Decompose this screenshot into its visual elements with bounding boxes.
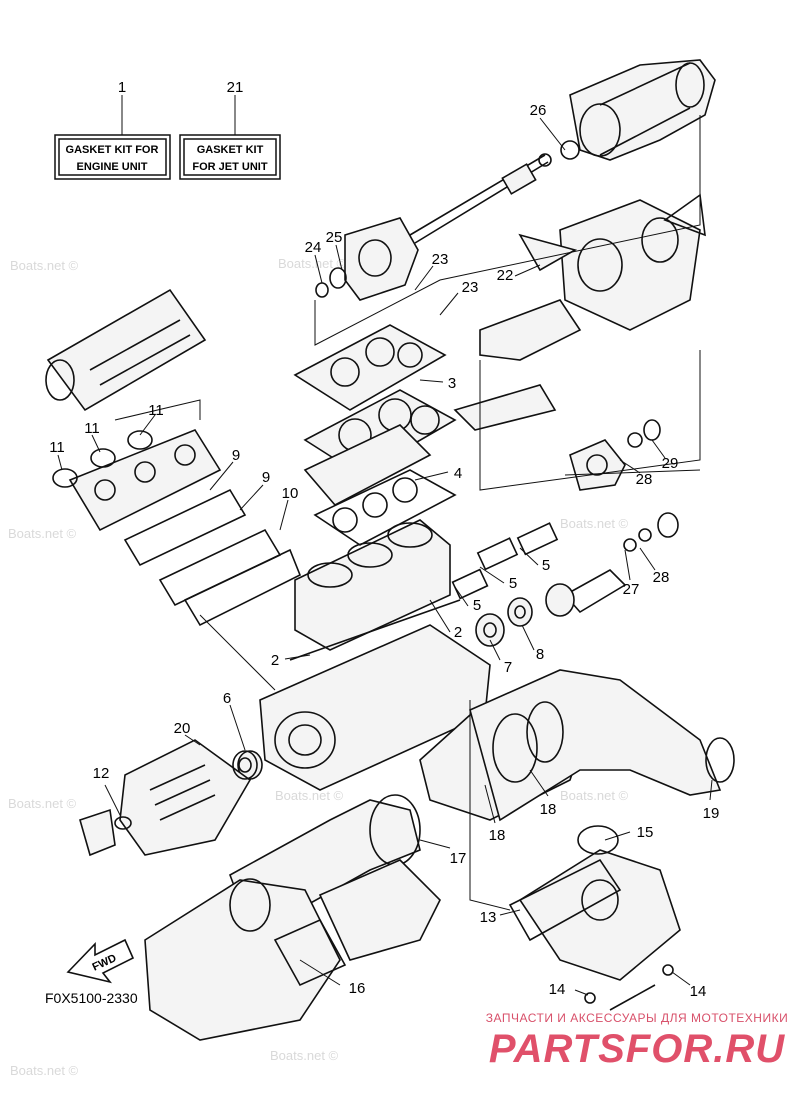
callout-number: 17 [450, 850, 467, 867]
callout-number: 6 [223, 690, 231, 707]
callout-number: 9 [262, 469, 270, 486]
callout-number: 3 [448, 375, 456, 392]
exhaust-elbow-bottom [518, 849, 681, 981]
callout-number: 27 [623, 581, 640, 598]
head-gasket [313, 469, 457, 546]
callout-number: 16 [349, 980, 366, 997]
callout-number: 14 [690, 983, 707, 1000]
magneto-cover [119, 739, 252, 856]
callout-number: 11 [84, 420, 100, 437]
hoses-clips [584, 964, 674, 1011]
callout-number: 9 [232, 447, 240, 464]
brand-logo: ЗАПЧАСТИ И АКСЕССУАРЫ ДЛЯ МОТОТЕХНИКИ PA… [486, 1011, 788, 1071]
cylinder-head-cover [293, 324, 447, 411]
callout-number: 20 [174, 720, 191, 737]
watermark: Boats.net © [278, 256, 347, 271]
cylinder-block [294, 519, 451, 651]
gasket-kit-engine: GASKET KIT FOR ENGINE UNIT 1 [54, 79, 171, 180]
watermark: Boats.net © [8, 526, 77, 541]
kit-jet-line1: GASKET KIT [197, 144, 264, 156]
air-intake-box [45, 288, 207, 412]
watermark: Boats.net © [560, 516, 629, 531]
impeller-housing [559, 193, 706, 331]
callout-number: 12 [93, 765, 110, 782]
gasket-kit-jet: GASKET KIT FOR JET UNIT 21 [179, 79, 281, 180]
callout-number: 4 [454, 465, 462, 482]
exhaust-plate-gasket [508, 825, 622, 942]
callout-number: 18 [489, 827, 506, 844]
callout-number: 22 [497, 267, 514, 284]
watermark: Boats.net © [8, 796, 77, 811]
callout-number: 24 [305, 239, 322, 256]
callout-number: 15 [637, 824, 654, 841]
callout-number: 25 [326, 229, 343, 246]
callout-number: 28 [636, 471, 653, 488]
callout-number: 18 [540, 801, 557, 818]
watermark: Boats.net © [560, 788, 629, 803]
callout-number: 2 [454, 624, 462, 641]
kit-engine-line1: GASKET KIT FOR [66, 144, 159, 156]
watermark: Boats.net © [10, 258, 79, 273]
starter-motor [79, 808, 132, 857]
carburetor-set [68, 429, 222, 532]
callout-number: 10 [282, 485, 299, 502]
callout-kit-jet: 21 [227, 79, 244, 96]
figure-code: F0X5100-2330 [45, 990, 138, 1006]
leader-lines [57, 115, 713, 996]
callout-number: 11 [49, 439, 65, 456]
exhaust-chamber-right [469, 669, 735, 822]
callout-number: 29 [662, 455, 679, 472]
callout-number: 26 [530, 102, 547, 119]
exhaust-joint [492, 701, 564, 783]
callout-number: 11 [148, 402, 164, 419]
o-rings [52, 430, 153, 488]
callout-number: 23 [432, 251, 449, 268]
callout-number: 5 [509, 575, 517, 592]
brand-name: PARTSFOR.RU [489, 1027, 785, 1071]
intake-grate-bracket [453, 233, 582, 431]
kit-jet-line2: FOR JET UNIT [192, 161, 267, 173]
callout-number: 23 [462, 279, 479, 296]
fwd-arrow-icon: FWD [66, 938, 135, 984]
callout-number: 5 [542, 557, 550, 574]
exhaust-outlet-gasket [273, 859, 441, 987]
kit-engine-line2: ENGINE UNIT [77, 161, 148, 173]
intake-manifold-gaskets [123, 488, 302, 627]
callout-number: 19 [703, 805, 720, 822]
callout-number: 13 [480, 909, 497, 926]
brand-tagline: ЗАПЧАСТИ И АКСЕССУАРЫ ДЛЯ МОТОТЕХНИКИ [486, 1011, 788, 1025]
watermark: Boats.net © [270, 1048, 339, 1063]
callout-number: 8 [536, 646, 544, 663]
jet-pump-housing [569, 59, 716, 161]
exhaust-gaskets [451, 522, 559, 600]
watermark: Boats.net © [275, 788, 344, 803]
rectifier-gasket [232, 750, 258, 780]
water-box [144, 878, 341, 1041]
callout-number: 14 [549, 981, 566, 998]
callout-kit-engine: 1 [118, 79, 126, 96]
callout-number: 5 [473, 597, 481, 614]
drive-shaft [409, 140, 580, 244]
callout-number: 28 [653, 569, 670, 586]
watermark-layer: Boats.net © Boats.net © Boats.net © Boat… [8, 256, 629, 1078]
bearing-housing [315, 217, 419, 301]
cylinder-head [303, 389, 457, 507]
bearing-housing-assy [569, 419, 661, 491]
callout-numbers: 26 25 24 23 23 22 3 4 5 5 5 2 2 7 8 11 1… [49, 102, 719, 1000]
callout-number: 2 [271, 652, 279, 669]
watermark: Boats.net © [10, 1063, 79, 1078]
coupler-shaft [545, 512, 679, 617]
callout-number: 7 [504, 659, 512, 676]
